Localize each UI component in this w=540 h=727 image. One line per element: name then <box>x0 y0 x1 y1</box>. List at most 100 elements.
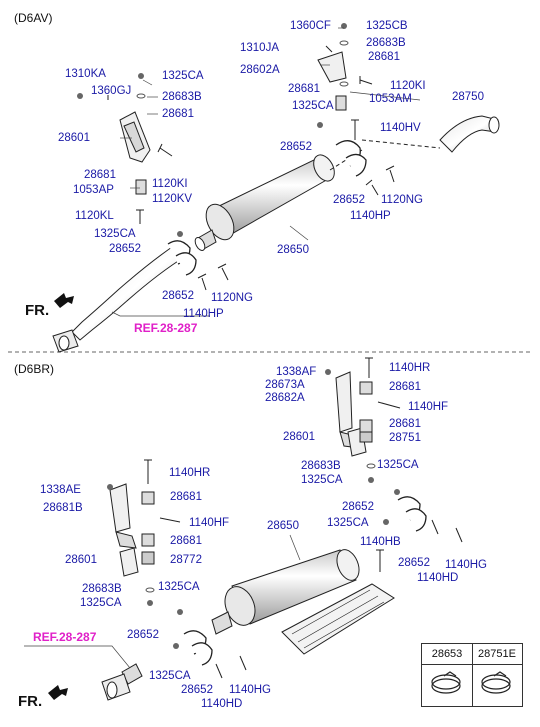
part-label[interactable]: 1140HF <box>189 517 230 529</box>
section-title-d6br: (D6BR) <box>14 362 55 376</box>
part-label[interactable]: 28681 <box>288 83 320 95</box>
bolts-top <box>136 76 395 291</box>
front-label-bottom: FR. <box>18 693 43 710</box>
isolator-28681-top-b <box>135 179 147 195</box>
part-label[interactable]: 28681B <box>43 502 83 514</box>
clamp-inset-table: 28653 28751E <box>421 643 523 707</box>
nuts-top <box>77 23 347 237</box>
part-label[interactable]: 28650 <box>267 520 299 532</box>
inset-clamps <box>431 671 511 694</box>
part-label[interactable]: 28601 <box>58 132 90 144</box>
part-label[interactable]: 1325CA <box>149 670 191 682</box>
part-label[interactable]: 1325CA <box>301 474 343 486</box>
part-label[interactable]: 1360CF <box>290 20 331 32</box>
part-label[interactable]: 1325CA <box>158 581 200 593</box>
part-label[interactable]: 1140HP <box>183 308 224 320</box>
tail-pipe-28750 <box>439 115 500 153</box>
part-label[interactable]: 1053AP <box>73 184 114 196</box>
part-label[interactable]: 28681 <box>170 535 202 547</box>
part-label[interactable]: 28751 <box>389 432 421 444</box>
part-label[interactable]: 1325CA <box>292 100 334 112</box>
front-pipe-bottom <box>101 663 143 701</box>
part-label[interactable]: 28683B <box>366 37 406 49</box>
part-label[interactable]: 1140HF <box>408 401 449 413</box>
part-label[interactable]: 28772 <box>170 554 202 566</box>
part-label[interactable]: 1310KA <box>65 68 106 80</box>
clamp-28652-bottom-b <box>183 630 213 666</box>
part-label[interactable]: 28652 <box>127 629 159 641</box>
front-pipe-top <box>52 244 187 353</box>
ref-link-top[interactable]: REF.28-287 <box>134 321 198 335</box>
hanger-28601-bottom-b <box>119 547 139 577</box>
part-label[interactable]: 28681 <box>162 108 194 120</box>
part-label[interactable]: 28681 <box>368 51 400 63</box>
part-label[interactable]: 1140HB <box>360 536 401 548</box>
part-label[interactable]: 1325CA <box>94 228 136 240</box>
part-label[interactable]: 1310JA <box>240 42 280 54</box>
part-label[interactable]: 1053AM <box>369 93 412 105</box>
part-label[interactable]: 28652 <box>162 290 194 302</box>
inset-col-28653[interactable]: 28653 <box>422 644 473 665</box>
part-label[interactable]: 1325CA <box>327 517 369 529</box>
part-label[interactable]: 28683B <box>301 460 341 472</box>
part-label[interactable]: 1120NG <box>211 292 253 304</box>
part-label[interactable]: 1325CA <box>377 459 419 471</box>
ref-link-bottom[interactable]: REF.28-287 <box>33 630 97 644</box>
isolator-28681-bottom-c <box>141 491 155 505</box>
part-label[interactable]: 28681 <box>170 491 202 503</box>
part-label[interactable]: 28681 <box>84 169 116 181</box>
part-label[interactable]: 28681 <box>389 381 421 393</box>
part-label[interactable]: 1120KL <box>75 210 114 222</box>
bolts-bottom <box>144 357 463 679</box>
part-label[interactable]: 28601 <box>283 431 315 443</box>
inset-col-28751E[interactable]: 28751E <box>472 644 522 665</box>
heat-shield <box>281 583 395 655</box>
part-label[interactable]: 1140HG <box>229 684 271 696</box>
part-label[interactable]: 1140HD <box>417 572 459 584</box>
part-label[interactable]: 28750 <box>452 91 484 103</box>
part-label[interactable]: 28682A <box>265 392 305 404</box>
part-label[interactable]: 1325CB <box>366 20 408 32</box>
section-title-d6av: (D6AV) <box>14 11 53 25</box>
bottom-assembly <box>24 357 463 701</box>
part-label[interactable]: 28601 <box>65 554 97 566</box>
isolator-28681-bottom-b <box>359 419 373 433</box>
part-label[interactable]: 1338AF <box>276 366 317 378</box>
part-label[interactable]: 1325CA <box>80 597 122 609</box>
front-label-top: FR. <box>25 302 50 319</box>
part-label[interactable]: 28673A <box>265 379 305 391</box>
bolt-1310JA <box>325 45 333 53</box>
part-label[interactable]: 28652 <box>342 501 374 513</box>
part-label[interactable]: 1140HP <box>350 210 391 222</box>
part-label[interactable]: 28652 <box>398 557 430 569</box>
part-label[interactable]: 1140HR <box>169 467 211 479</box>
part-label[interactable]: 28652 <box>109 243 141 255</box>
part-label[interactable]: 28652 <box>333 194 365 206</box>
isolator-28681-top-a <box>335 95 347 111</box>
part-label[interactable]: 1140HR <box>389 362 431 374</box>
part-label[interactable]: 28650 <box>277 244 309 256</box>
isolator-28751 <box>359 431 373 443</box>
part-label[interactable]: 1120KI <box>152 178 188 190</box>
clamp-28652-bottom-a <box>397 496 427 532</box>
part-label[interactable]: 1325CA <box>162 70 204 82</box>
part-label[interactable]: 1140HD <box>201 698 243 710</box>
part-label[interactable]: 1120NG <box>381 194 423 206</box>
part-label[interactable]: 28681 <box>389 418 421 430</box>
part-label[interactable]: 28652 <box>280 141 312 153</box>
part-label[interactable]: 1140HG <box>445 559 487 571</box>
part-label[interactable]: 28652 <box>181 684 213 696</box>
part-label[interactable]: 28683B <box>82 583 122 595</box>
part-label[interactable]: 1338AE <box>40 484 81 496</box>
hanger-28602A <box>317 51 347 83</box>
part-label[interactable]: 1120KI <box>390 80 426 92</box>
part-label[interactable]: 1140HV <box>380 122 421 134</box>
part-label[interactable]: 1360GJ <box>91 85 132 97</box>
part-label[interactable]: 28683B <box>162 91 202 103</box>
nuts-bottom <box>107 369 400 649</box>
hanger-28681B <box>109 483 137 549</box>
part-label[interactable]: 1120KV <box>152 193 193 205</box>
isolator-28681-bottom-a <box>359 381 373 395</box>
part-label[interactable]: 28602A <box>240 64 280 76</box>
